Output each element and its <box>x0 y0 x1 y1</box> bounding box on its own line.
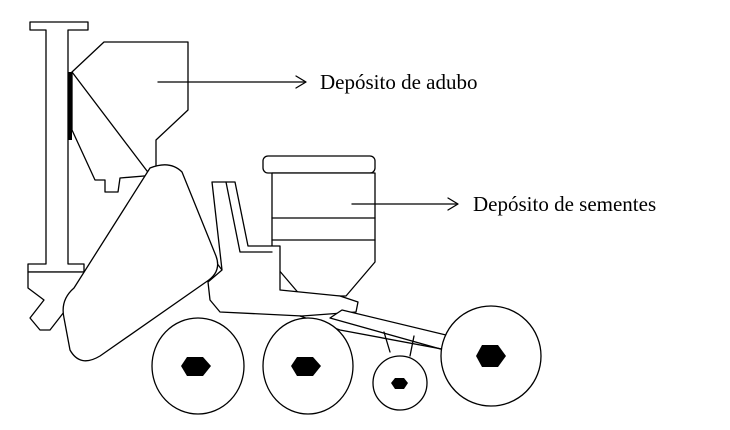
middle-hub-icon <box>291 357 321 376</box>
fertilizer-tank-label: Depósito de adubo <box>320 70 477 94</box>
seed-tank-label: Depósito de sementes <box>473 192 656 216</box>
front-hub-icon <box>181 357 211 376</box>
small-hub-icon <box>391 378 408 389</box>
cutting-disc <box>62 164 219 362</box>
front-wheel <box>151 317 245 415</box>
seed-callout-arrow <box>351 197 459 211</box>
rear-wheel <box>440 305 542 407</box>
fertilizer-callout-arrow <box>157 75 307 89</box>
rear-hub-icon <box>476 345 506 367</box>
middle-wheel <box>262 317 354 415</box>
small-wheel <box>372 355 428 411</box>
frame-post <box>27 21 89 273</box>
